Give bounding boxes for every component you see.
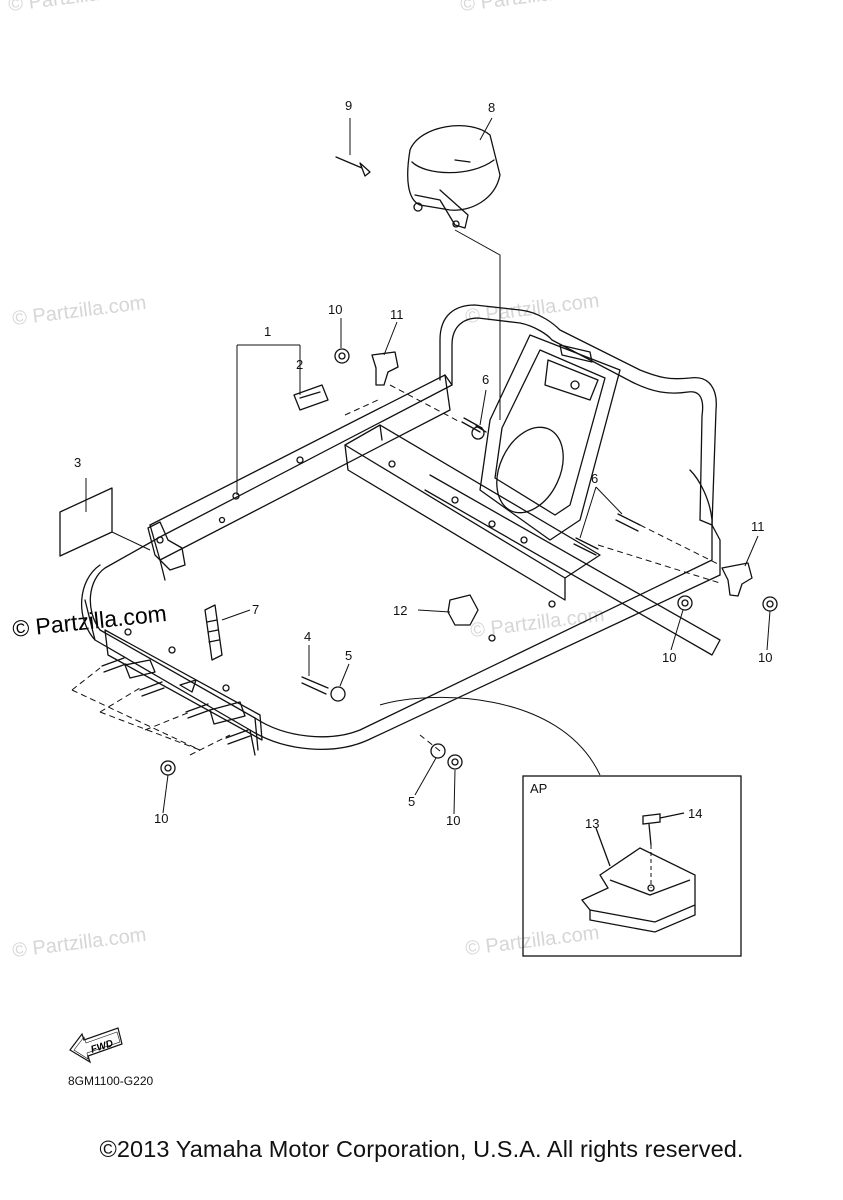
callout-2: 2 [296, 357, 303, 372]
stud [101, 657, 127, 673]
frame-tube-inner [81, 564, 721, 750]
callouts: 1 2 3 4 5 5 6 6 7 8 9 10 10 10 10 10 11 … [74, 98, 772, 831]
copyright-text: ©2013 Yamaha Motor Corporation, U.S.A. A… [99, 1136, 744, 1162]
callout-12: 12 [393, 603, 407, 618]
front-pad [209, 701, 246, 725]
callout-10: 10 [328, 302, 342, 317]
callout-11: 11 [751, 519, 765, 534]
callout-8: 8 [488, 100, 495, 115]
callout-9: 9 [345, 98, 352, 113]
center-member [344, 424, 601, 579]
front-pad [124, 659, 156, 679]
diagram-code: 8GM1100-G220 [68, 1074, 154, 1088]
part-2-plate [293, 384, 329, 411]
callout-5: 5 [408, 794, 415, 809]
callout-14: 14 [688, 806, 702, 821]
roll-hoop [439, 304, 717, 526]
part-14-screw [642, 813, 661, 825]
callout-11: 11 [390, 307, 404, 322]
detail-box-ap [522, 775, 742, 957]
part-9-rivet [335, 156, 371, 177]
bumper-pad [179, 679, 197, 693]
callout-7: 7 [252, 602, 259, 617]
part-5-washer [430, 743, 446, 759]
callout-1: 1 [264, 324, 271, 339]
frame-tube [89, 374, 713, 738]
bracket [147, 521, 186, 571]
stud [225, 729, 251, 745]
stud [185, 703, 211, 719]
frame-rail [149, 374, 451, 561]
part-13-plate [580, 847, 696, 923]
callout-3: 3 [74, 455, 81, 470]
callout-10: 10 [154, 811, 168, 826]
seat-back-panel [479, 334, 621, 541]
callout-10: 10 [662, 650, 676, 665]
callout-13: 13 [585, 816, 599, 831]
part-12-clip [447, 594, 479, 626]
stud [139, 681, 165, 697]
part-5-washer [330, 686, 346, 702]
fwd-arrow-icon: FWD [69, 1027, 123, 1064]
part-4-bolt [301, 676, 329, 695]
callout-6: 6 [482, 372, 489, 387]
callout-6: 6 [591, 471, 598, 486]
part-10-nut [160, 348, 778, 776]
part-8-pad [407, 125, 501, 211]
center-member-2 [424, 474, 721, 656]
callout-10: 10 [446, 813, 460, 828]
detail-box-label: AP [530, 781, 548, 796]
callout-4: 4 [304, 629, 311, 644]
part-7-strap [204, 604, 223, 661]
callout-10: 10 [758, 650, 772, 665]
part-6-bolt [573, 537, 599, 556]
roll-hoop-inner [451, 317, 704, 521]
part-11-clip-b [721, 562, 753, 597]
front-rail [104, 629, 263, 741]
part-11-clip-a [371, 351, 399, 386]
part-6-bolt [615, 513, 641, 532]
callout-5: 5 [345, 648, 352, 663]
